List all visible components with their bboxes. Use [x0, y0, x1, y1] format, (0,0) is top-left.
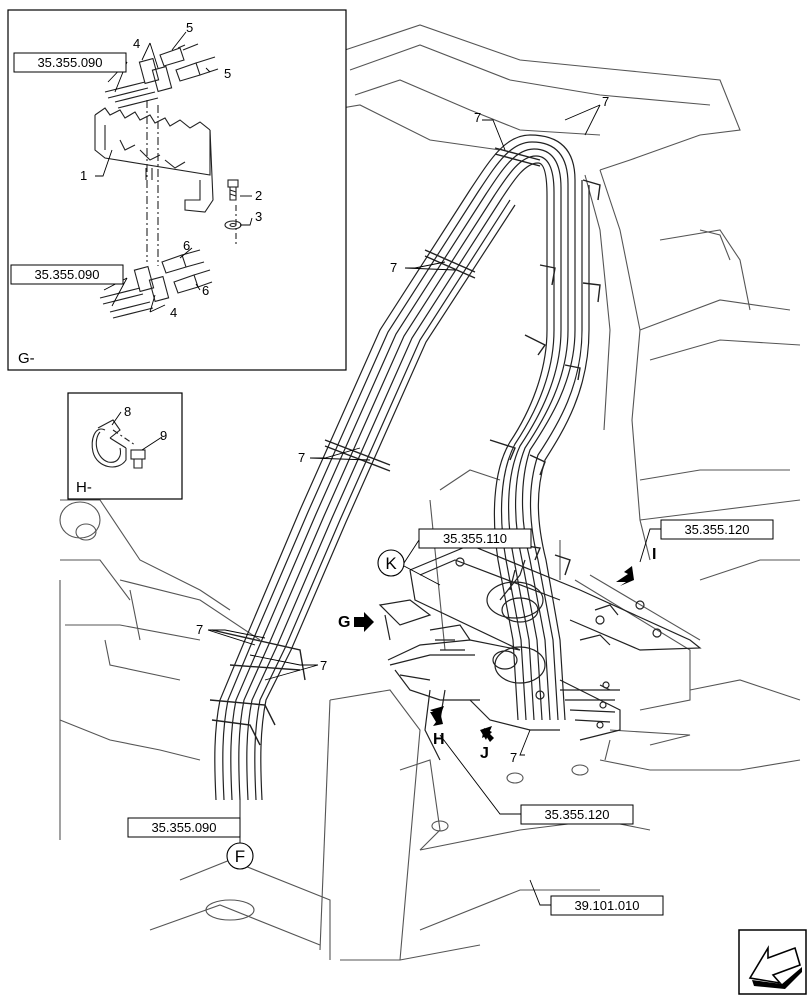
- callout-6-right: 6: [202, 283, 209, 298]
- callout-4-top: 4: [133, 36, 140, 51]
- inset-h-bolt-head: [130, 449, 146, 460]
- ref-box-g-top[interactable]: [13, 52, 127, 73]
- ref-i: 35.355.120: [639, 519, 774, 563]
- inset-view-g: 35.355.090 35.355.090 1 2 3 4 5 5 6 6 4 …: [7, 9, 347, 371]
- inset-view-h: 8 9 H-: [67, 392, 183, 500]
- callout-7-a: 7: [474, 110, 481, 125]
- ref-text-i: 35.355.120: [684, 522, 749, 537]
- ref-box-base[interactable]: [550, 895, 664, 916]
- callout-8: 8: [124, 404, 131, 419]
- view-arrow-g: G: [338, 612, 374, 632]
- valve-assembly: [378, 544, 702, 761]
- ref-base: 39.101.010: [529, 879, 664, 916]
- view-arrow-j: J: [480, 726, 494, 762]
- callout-3: 3: [255, 209, 262, 224]
- inset-h-leaders: [111, 411, 163, 451]
- callout-7-f: 7: [320, 658, 327, 673]
- inset-g-ref-top: 35.355.090: [13, 52, 127, 73]
- view-arrow-i-label: I: [652, 546, 656, 563]
- view-arrow-g-label: G: [338, 614, 350, 631]
- view-arrow-j-label: J: [480, 745, 489, 762]
- hose-bundle: [214, 134, 590, 801]
- circle-f-text: F: [235, 847, 245, 866]
- callout-1: 1: [80, 168, 87, 183]
- view-arrow-h: H: [430, 706, 445, 748]
- ref-box-g-bottom[interactable]: [10, 264, 124, 285]
- bolt-head: [227, 179, 239, 188]
- ref-j: 35.355.120: [439, 734, 634, 825]
- ref-text-g-bottom: 35.355.090: [34, 267, 99, 282]
- callout-7-e: 7: [196, 622, 203, 637]
- ref-k: 35.355.110 K: [377, 528, 532, 586]
- hose-clamps: [209, 147, 601, 746]
- inset-h-frame: [67, 392, 183, 500]
- view-label-h: H-: [76, 479, 92, 496]
- inset-h-clip: [91, 419, 146, 469]
- callout-5-right: 5: [224, 66, 231, 81]
- ref-box-j[interactable]: [520, 804, 634, 825]
- machine-frame: [59, 24, 801, 961]
- ref-text-k: 35.355.110: [443, 531, 507, 546]
- ref-text-j: 35.355.120: [544, 807, 609, 822]
- inset-g-fittings-top: [104, 43, 219, 109]
- ref-text-g-top: 35.355.090: [37, 55, 102, 70]
- arrow-right-icon: [354, 612, 374, 632]
- ref-f: 35.355.090 F: [127, 800, 254, 870]
- ref-box-k[interactable]: [418, 528, 532, 549]
- ref-text-f: 35.355.090: [151, 820, 216, 835]
- view-arrow-i: I: [616, 546, 656, 586]
- inset-g-ref-bottom: 35.355.090: [10, 264, 124, 285]
- arrow-down-left-icon: [616, 566, 634, 586]
- inset-g-bracket: [94, 100, 237, 266]
- direction-arrow-shadow: [752, 967, 802, 989]
- direction-arrow-icon: [748, 945, 801, 985]
- circle-k-text: K: [385, 554, 397, 573]
- callout-4-bottom: 4: [170, 305, 177, 320]
- callout-7-c: 7: [390, 260, 397, 275]
- view-arrow-h-label: H: [433, 731, 445, 748]
- ref-text-base: 39.101.010: [574, 898, 639, 913]
- callout-7-leaders: [207, 104, 601, 756]
- callout-7-b: 7: [602, 94, 609, 109]
- view-label-g: G-: [18, 350, 35, 367]
- ref-box-i[interactable]: [660, 519, 774, 540]
- callout-7-d: 7: [298, 450, 305, 465]
- callout-2: 2: [255, 188, 262, 203]
- callout-7-g: 7: [510, 750, 517, 765]
- orientation-icon: [738, 929, 807, 995]
- callout-5-top: 5: [186, 20, 193, 35]
- callout-9: 9: [160, 428, 167, 443]
- callout-6-top: 6: [183, 238, 190, 253]
